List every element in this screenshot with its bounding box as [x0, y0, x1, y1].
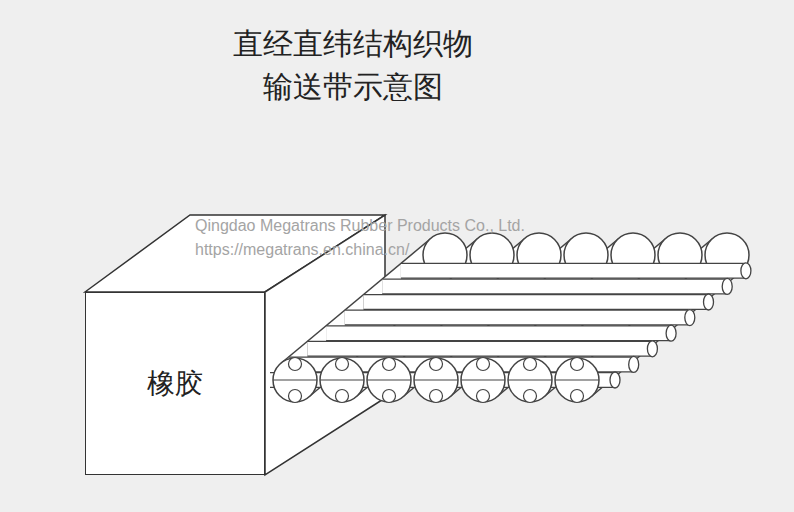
inner-weft-end — [477, 390, 490, 403]
weft-end — [704, 294, 714, 310]
inner-weft-end — [289, 390, 302, 403]
warp-front-end — [508, 358, 552, 402]
weft-end — [741, 263, 751, 279]
inner-weft-end — [430, 390, 443, 403]
woven-fabric — [270, 233, 751, 403]
watermark: https://megatrans.en.china.cn/ — [195, 241, 409, 259]
inner-weft-end — [477, 358, 490, 371]
weft-rod — [401, 263, 746, 279]
inner-weft-end — [524, 358, 537, 371]
material-label: 橡胶 — [147, 365, 203, 403]
diagram-title: 直经直纬结构织物 输送带示意图 — [220, 22, 485, 108]
inner-weft-end — [336, 390, 349, 403]
weft-line — [461, 379, 505, 380]
weft-rod — [307, 341, 652, 357]
inner-weft-end — [571, 358, 584, 371]
inner-weft-end — [289, 358, 302, 371]
warp-front-end — [320, 358, 364, 402]
inner-weft-end — [383, 390, 396, 403]
inner-weft-end — [571, 390, 584, 403]
weft-end — [647, 341, 657, 357]
weft-rod-fill — [307, 342, 652, 356]
weft-rod-fill — [345, 311, 690, 325]
warp-front-end — [461, 358, 505, 402]
weft-end — [666, 325, 676, 341]
warp-front-end — [414, 358, 458, 402]
weft-rod-fill — [326, 326, 671, 340]
inner-weft-end — [383, 358, 396, 371]
weft-end — [629, 356, 639, 372]
weft-rod-fill — [382, 280, 727, 294]
inner-weft-end — [430, 358, 443, 371]
weft-rod — [326, 325, 671, 341]
weft-rod-fill — [401, 264, 746, 278]
warp-front-end — [273, 358, 317, 402]
weft-line — [320, 379, 364, 380]
rubber-cube-face: 橡胶 — [85, 292, 265, 475]
weft-rod — [382, 278, 727, 294]
weft-line — [555, 379, 599, 380]
weft-rod-fill — [364, 295, 709, 309]
inner-weft-end — [524, 390, 537, 403]
weft-line — [508, 379, 552, 380]
watermark: Qingdao Megatrans Rubber Products Co., L… — [195, 217, 525, 235]
weft-rod — [364, 294, 709, 310]
inner-weft-end — [336, 358, 349, 371]
weft-rod — [345, 310, 690, 326]
weft-end — [685, 310, 695, 326]
warp-front-end — [555, 358, 599, 402]
weft-end — [722, 278, 732, 294]
weft-line — [414, 379, 458, 380]
weft-line — [367, 379, 411, 380]
weft-end — [610, 372, 620, 388]
weft-line — [273, 379, 317, 380]
warp-front-end — [367, 358, 411, 402]
